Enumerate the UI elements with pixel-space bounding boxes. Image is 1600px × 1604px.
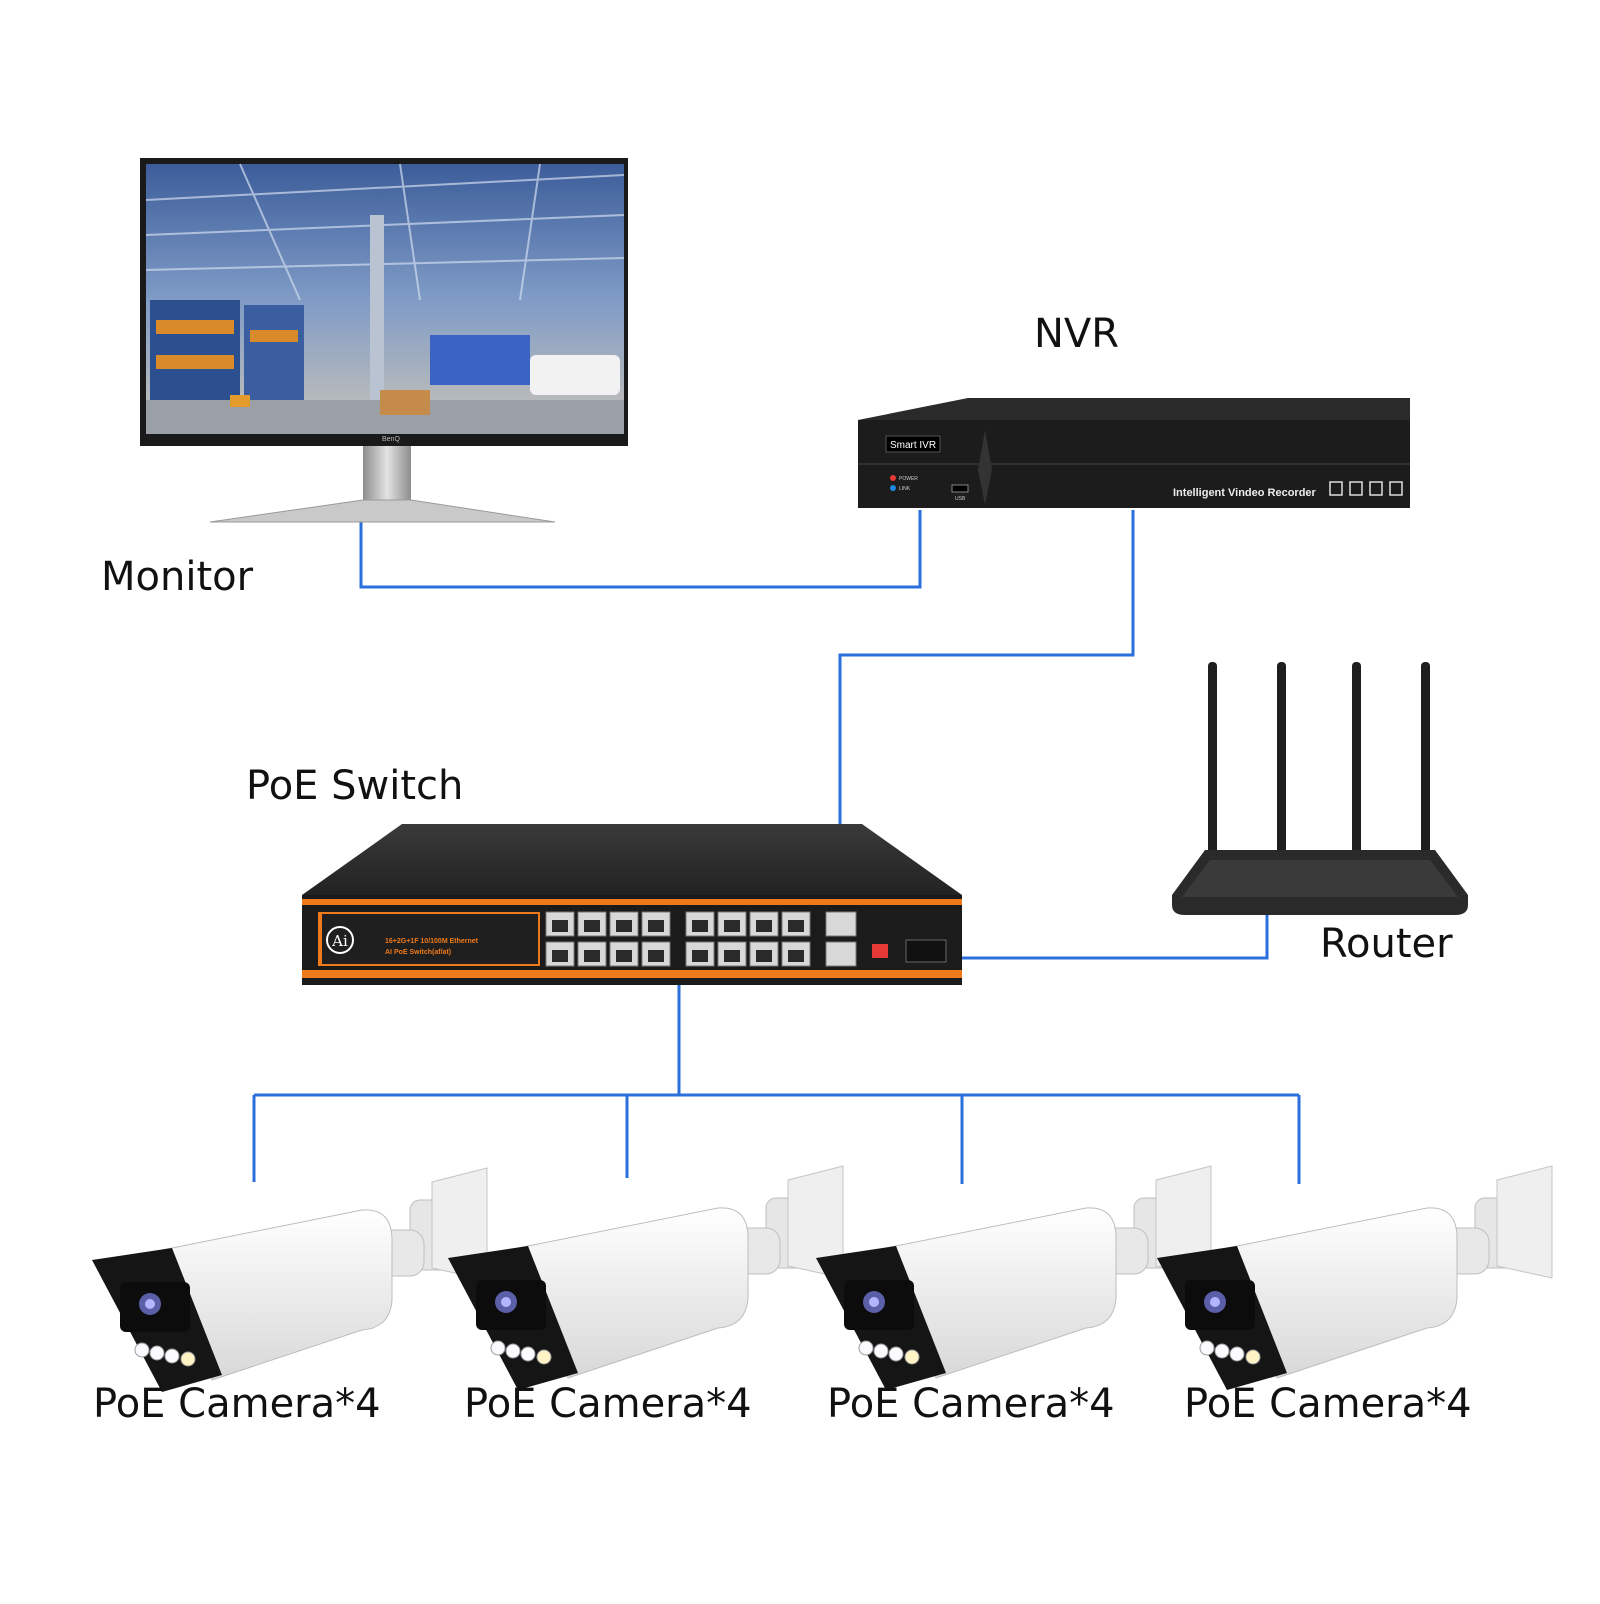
nvr-link-led	[890, 485, 896, 491]
nvr-product-text: Intelligent Vindeo Recorder	[1173, 487, 1317, 499]
camera-2-device	[447, 1165, 844, 1391]
rj45-port-socket	[756, 950, 772, 962]
switch-sfp-port	[905, 939, 947, 963]
rj45-port-socket	[788, 950, 804, 962]
rj45-port-socket	[552, 920, 568, 932]
label-monitor: Monitor	[101, 554, 254, 600]
nvr-link-label: LINK	[899, 486, 911, 492]
nvr-power-led	[890, 475, 896, 481]
cable-monitor-nvr	[359, 510, 922, 589]
rj45-port-socket	[692, 920, 708, 932]
cables	[252, 510, 1301, 1184]
label-poe-switch: PoE Switch	[246, 763, 464, 809]
rj45-port-socket	[584, 920, 600, 932]
monitor-brand-logo: BenQ	[382, 436, 400, 443]
rj45-port-socket	[584, 950, 600, 962]
camera-3-device	[815, 1165, 1212, 1391]
label-router: Router	[1320, 921, 1453, 967]
switch-ports	[545, 911, 857, 967]
label-camera-4: PoE Camera*4	[1184, 1381, 1472, 1427]
label-nvr: NVR	[1034, 311, 1120, 357]
uplink-port	[825, 941, 857, 967]
switch-ai-logo: Ai	[331, 932, 348, 950]
router-device	[1172, 662, 1468, 915]
nvr-device: Smart IVR POWER LINK USB Intelligent Vin…	[858, 398, 1410, 508]
uplink-port	[825, 911, 857, 937]
switch-model-line2: AI PoE Switch(af/at)	[385, 949, 451, 956]
poe-switch-device: Ai 16+2G+1F 10/100M Ethernet AI PoE Swit…	[302, 824, 962, 985]
rj45-port-socket	[692, 950, 708, 962]
cable-switch-router	[829, 915, 1269, 960]
rj45-port-socket	[724, 950, 740, 962]
nvr-feature-icons	[1329, 481, 1403, 496]
label-camera-1: PoE Camera*4	[93, 1381, 381, 1427]
label-camera-2: PoE Camera*4	[464, 1381, 752, 1427]
rj45-port-socket	[552, 950, 568, 962]
monitor-device: BenQ	[140, 158, 628, 523]
rj45-port-socket	[788, 920, 804, 932]
rj45-port-socket	[724, 920, 740, 932]
nvr-usb-port	[951, 484, 969, 493]
nvr-usb-label: USB	[955, 496, 966, 502]
rj45-port-socket	[648, 920, 664, 932]
rj45-port-socket	[756, 920, 772, 932]
switch-model-line1: 16+2G+1F 10/100M Ethernet	[385, 938, 479, 945]
rj45-port-socket	[616, 950, 632, 962]
cable-nvr-switch	[838, 510, 1135, 915]
label-camera-3: PoE Camera*4	[827, 1381, 1115, 1427]
rj45-port-socket	[616, 920, 632, 932]
camera-1-device	[91, 1167, 488, 1393]
rj45-port-socket	[648, 950, 664, 962]
nvr-badge: Smart IVR	[890, 440, 936, 451]
switch-dip-switch	[872, 944, 888, 958]
camera-4-device	[1156, 1165, 1553, 1391]
nvr-power-label: POWER	[899, 476, 918, 482]
